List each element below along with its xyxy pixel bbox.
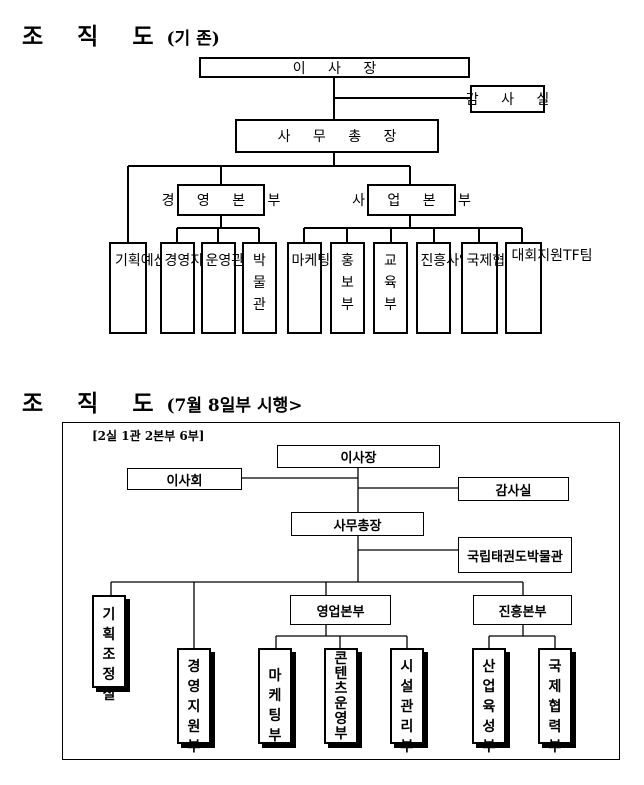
chart2-title: 조 직 도(7월 8일부 시행> [22, 384, 302, 418]
chart1-title-sub: (기 존) [166, 29, 220, 49]
div-management-box: 경 영 본 부 [162, 184, 280, 216]
chart1-title-main: 조 직 도 [22, 23, 167, 50]
dept2-industry-label: 산업육성부 [482, 659, 496, 755]
sec-general2-label: 사무총장 [333, 518, 382, 534]
dept-pr-label: 홍 보 부 [341, 253, 354, 313]
chart2-title-main: 조 직 도 [22, 390, 167, 417]
dept-museum-box: 박 물 관 [242, 242, 277, 334]
dept-pr-box: 홍 보 부 [330, 242, 365, 334]
dept-operations-box: 운영관리부 [201, 242, 270, 334]
dept2-intl-label: 국제협력부 [548, 659, 562, 755]
dept-intl-box: 국제협력부 [461, 242, 531, 334]
board-box: 이 사 장 [199, 57, 470, 78]
chairman-label: 이사장 [340, 451, 377, 466]
dept2-planning-box: 기획조정실 [92, 595, 126, 703]
dept-marketing-box: 마케팅부 [287, 242, 344, 334]
dept2-marketing-label: 마케팅부 [268, 668, 282, 744]
sec-general-box: 사 무 총 장 [235, 119, 439, 153]
museum-box: 국립태권도박물관 [458, 537, 572, 573]
dept-museum-label: 박 물 관 [253, 253, 266, 313]
dept2-intl-box: 국제협력부 [538, 648, 572, 755]
chart2-frame [62, 422, 620, 760]
audit2-box: 감사실 [458, 477, 569, 501]
dept2-facilities-box: 시설관리부 [390, 648, 424, 755]
dept2-industry-box: 산업육성부 [472, 648, 506, 755]
sec-general-label: 사 무 총 장 [277, 129, 406, 145]
dept2-management-box: 경영지원부 [177, 648, 211, 755]
dept-promotion-box: 진흥사업부 [416, 242, 485, 334]
chart1-title: 조 직 도(기 존) [22, 17, 220, 51]
board-meeting-box: 이사회 [127, 468, 242, 490]
dept-marketing-label: 마케팅부 [291, 253, 344, 269]
dept-planning-box: 기획예산실 [109, 242, 180, 334]
board-label: 이 사 장 [292, 60, 386, 77]
board-meeting-label: 이사회 [166, 473, 203, 489]
dept-external-box: 대회지원TF팀 [505, 242, 593, 334]
div-business-box: 사 업 본 부 [352, 184, 471, 216]
audit-label: 감 사 실 [465, 92, 559, 108]
audit2-label: 감사실 [495, 483, 532, 499]
museum-label: 국립태권도박물관 [467, 549, 563, 565]
dept2-planning-label: 기획조정실 [102, 607, 116, 703]
div-sales-box: 영업본부 [290, 595, 391, 625]
audit-box: 감 사 실 [466, 85, 549, 113]
div-sales-label: 영업본부 [316, 604, 365, 620]
dept-operations-label: 운영관리부 [205, 253, 270, 269]
sec-general2-box: 사무총장 [291, 512, 424, 536]
dept-promotion-label: 진흥사업부 [420, 253, 485, 269]
dept2-contents-label: 콘텐츠운영부 [334, 651, 348, 742]
div-promotion-box: 진흥본부 [473, 595, 572, 625]
dept-management-label: 경영지원부 [164, 253, 229, 269]
div-business-label: 사 업 본 부 [352, 193, 480, 209]
dept-education-box: 교 육 부 [373, 242, 408, 334]
dept-management-box: 경영지원부 [160, 242, 229, 334]
chart2-title-sub: (7월 8일부 시행> [166, 396, 303, 416]
dept2-marketing-box: 마케팅부 [258, 648, 292, 744]
div-management-label: 경 영 본 부 [161, 193, 290, 209]
dept2-contents-box: 콘텐츠운영부 [324, 648, 358, 744]
dept-intl-label: 국제협력부 [466, 253, 531, 269]
dept-planning-label: 기획예산실 [115, 253, 180, 269]
chart2-summary: [2실 1관 2본부 6부] [92, 429, 205, 443]
div-promotion-label: 진흥본부 [498, 604, 547, 620]
dept2-facilities-label: 시설관리부 [400, 659, 414, 755]
chairman-box: 이사장 [277, 445, 440, 468]
dept-education-label: 교 육 부 [384, 253, 397, 313]
dept-external-label: 대회지원TF팀 [511, 248, 593, 264]
dept2-management-label: 경영지원부 [187, 659, 201, 755]
